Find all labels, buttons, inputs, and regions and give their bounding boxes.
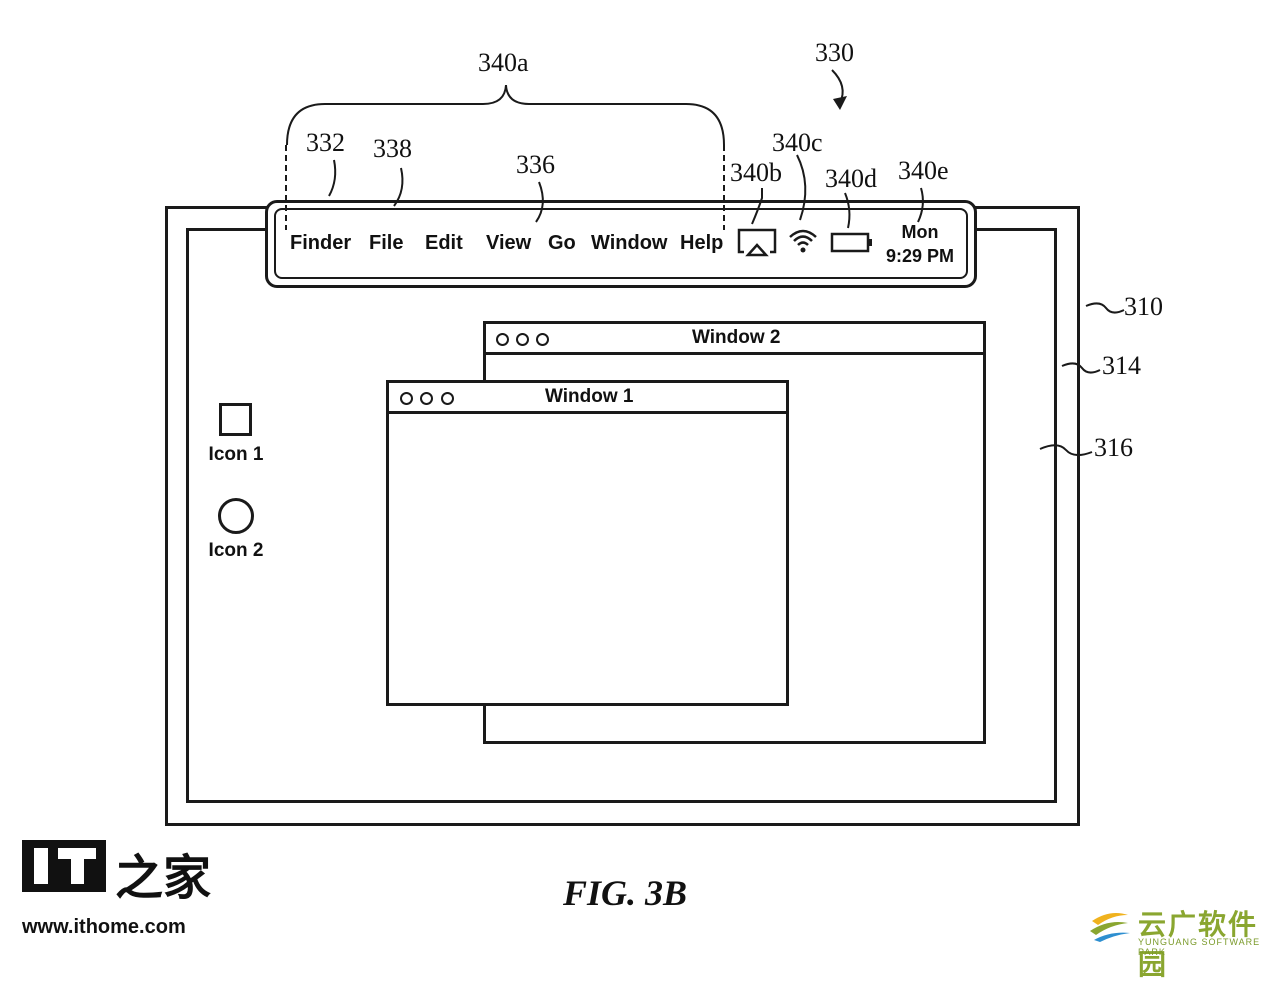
wifi-icon[interactable] xyxy=(787,226,819,254)
window-2-close-button[interactable] xyxy=(496,333,509,346)
ref-340d: 340d xyxy=(825,164,877,193)
ref-340a: 340a xyxy=(478,48,529,77)
window-2-titlebar[interactable]: Window 2 xyxy=(486,324,983,355)
menu-item-window[interactable]: Window xyxy=(591,232,668,254)
annotation-lines xyxy=(285,69,1125,456)
figure-caption: FIG. 3B xyxy=(562,873,688,913)
desktop-icon-square[interactable] xyxy=(219,403,252,436)
menu-item-view[interactable]: View xyxy=(486,232,532,254)
menu-item-go[interactable]: Go xyxy=(548,232,576,254)
window-2-title: Window 2 xyxy=(692,327,781,348)
ref-330: 330 xyxy=(815,38,854,67)
desktop-icon-2-label[interactable]: Icon 2 xyxy=(208,540,264,561)
window-1-zoom-button[interactable] xyxy=(441,392,454,405)
window-1-minimize-button[interactable] xyxy=(420,392,433,405)
airplay-icon[interactable] xyxy=(736,226,778,258)
ref-314: 314 xyxy=(1102,351,1141,380)
ref-340b: 340b xyxy=(730,158,782,187)
ref-340e: 340e xyxy=(898,156,949,185)
ref-316: 316 xyxy=(1094,433,1133,462)
menu-item-finder[interactable]: Finder xyxy=(290,232,352,254)
ithome-logo xyxy=(22,840,106,892)
window-1-titlebar[interactable]: Window 1 xyxy=(389,383,786,414)
window-1-title: Window 1 xyxy=(545,386,634,407)
ref-336: 336 xyxy=(516,150,555,179)
desktop-icon-1-label[interactable]: Icon 1 xyxy=(208,444,264,465)
yunguang-logo-icon xyxy=(1090,913,1130,942)
yunguang-subtitle: YUNGUANG SOFTWARE PARK xyxy=(1138,937,1261,957)
menu-item-help[interactable]: Help xyxy=(680,232,724,254)
menu-bar xyxy=(274,208,968,279)
ref-340c: 340c xyxy=(772,128,823,157)
ithome-url: www.ithome.com xyxy=(22,916,186,938)
clock-day: Mon xyxy=(901,222,939,242)
desktop-icon-circle[interactable] xyxy=(218,498,254,534)
menu-item-file[interactable]: File xyxy=(369,232,404,254)
ithome-logo-glyphs: 之家 xyxy=(115,852,212,905)
window-1-close-button[interactable] xyxy=(400,392,413,405)
window-2-zoom-button[interactable] xyxy=(536,333,549,346)
menu-item-edit[interactable]: Edit xyxy=(425,232,463,254)
ref-338: 338 xyxy=(373,134,412,163)
window-2-minimize-button[interactable] xyxy=(516,333,529,346)
menu-clock[interactable]: Mon 9:29 PM xyxy=(880,220,960,268)
clock-time: 9:29 PM xyxy=(885,246,955,266)
ref-310: 310 xyxy=(1124,292,1163,321)
ref-332: 332 xyxy=(306,128,345,157)
battery-icon[interactable] xyxy=(830,232,874,254)
window-1[interactable]: Window 1 xyxy=(386,380,789,706)
